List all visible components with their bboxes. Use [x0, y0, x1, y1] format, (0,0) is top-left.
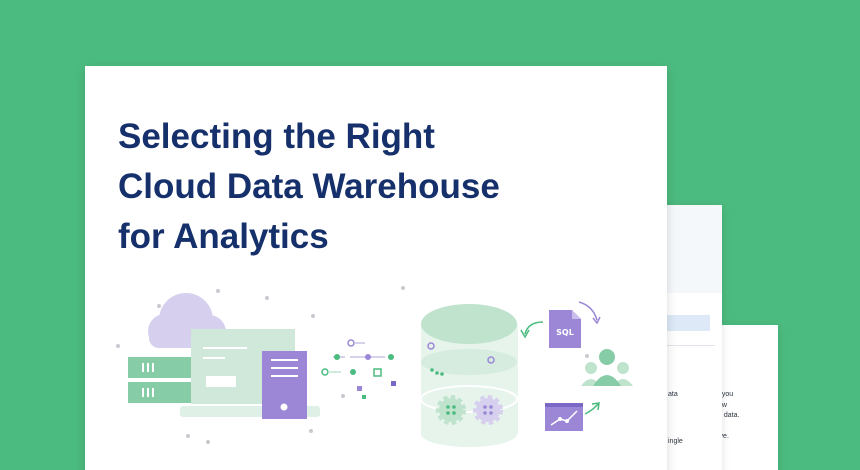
title-line: Cloud Data Warehouse: [118, 167, 500, 206]
gear-icon: [436, 395, 466, 425]
server-icon: [128, 357, 191, 403]
cover-illustration: SQL: [116, 286, 633, 447]
sql-label: SQL: [556, 328, 574, 337]
users-icon: [581, 349, 633, 386]
cover-page: Selecting the Right Cloud Data Warehouse…: [85, 66, 667, 470]
page-text-fragment: e data.: [718, 412, 740, 419]
decor-dots: [116, 286, 589, 444]
page-text-fragment: f you: [718, 391, 734, 398]
page-text-fragment: ata: [668, 391, 678, 398]
page-text-fragment: ew: [718, 402, 727, 409]
title-line: Selecting the Right: [118, 117, 435, 156]
page-text-fragment: ive.: [718, 433, 729, 440]
database-icon: [420, 304, 518, 447]
chart-icon: [545, 403, 583, 431]
data-flow: [321, 339, 396, 399]
divider: [660, 345, 715, 346]
arrow-icon: [520, 321, 544, 339]
arrow-icon: [578, 301, 601, 325]
tower-icon: [262, 351, 307, 419]
arrow-icon: [584, 402, 600, 415]
page-text-fragment: ingle: [668, 438, 683, 445]
cover-title: Selecting the Right Cloud Data Warehouse…: [118, 112, 578, 262]
title-line: for Analytics: [118, 217, 329, 256]
page-highlight-bar: [660, 315, 710, 331]
sql-file-icon: [549, 310, 581, 348]
gear-icon: [473, 395, 503, 425]
